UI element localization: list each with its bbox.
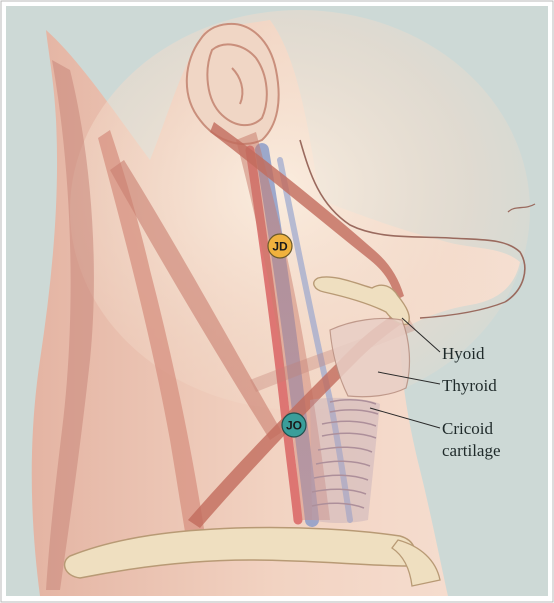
marker-jd: JD — [268, 234, 292, 258]
marker-jo-text: JO — [286, 419, 302, 433]
hyoid-label: Hyoid — [442, 344, 485, 363]
cricoid-label-line2: cartilage — [442, 441, 501, 460]
cricoid-label-line1: Cricoid — [442, 419, 493, 438]
thyroid-label: Thyroid — [442, 376, 497, 395]
marker-jd-text: JD — [272, 240, 288, 254]
trachea-body — [310, 398, 380, 523]
marker-jo: JO — [282, 413, 306, 437]
